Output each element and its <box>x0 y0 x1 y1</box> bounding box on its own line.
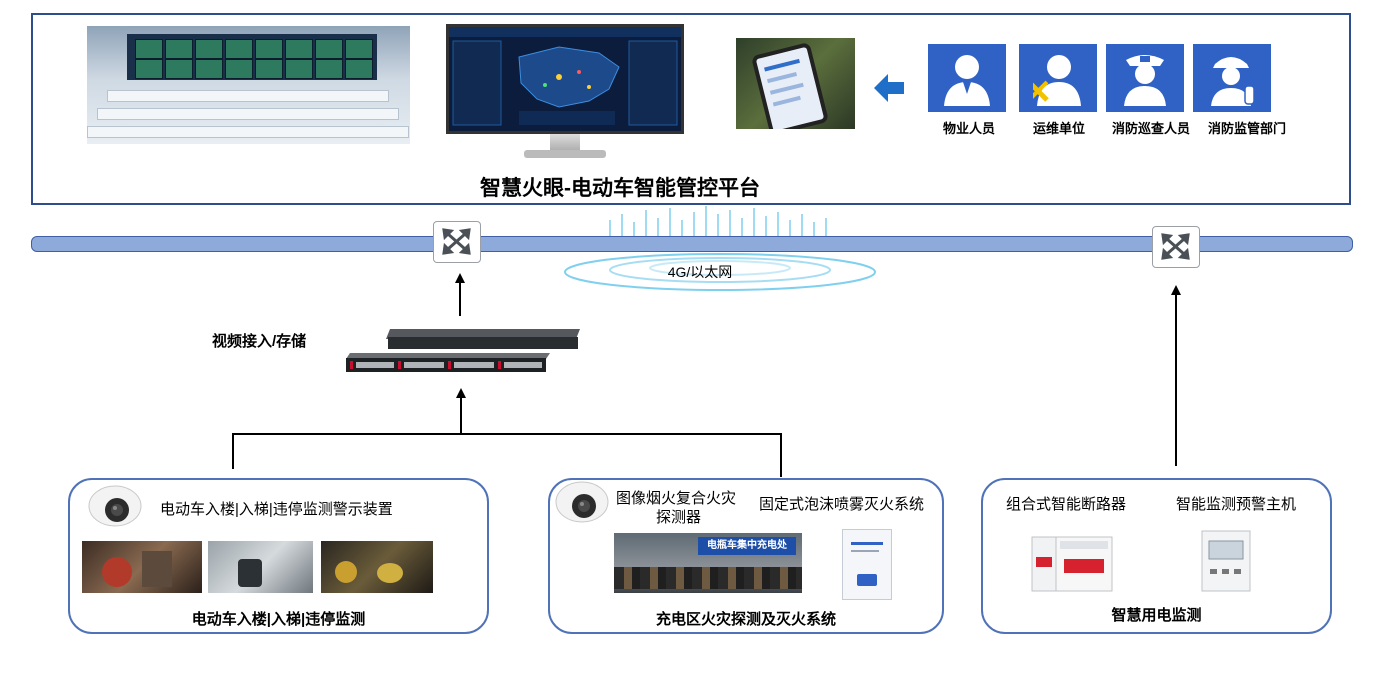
firefighter-icon <box>1211 57 1255 106</box>
network-switch-left <box>433 221 481 263</box>
role-tile-maintenance <box>1019 44 1097 112</box>
left-arrow-icon <box>874 74 904 102</box>
ev-device-label: 电动车入楼|入梯|违停监测警示装置 <box>160 501 393 518</box>
switch-icon <box>442 228 471 255</box>
dome-camera-icon <box>88 485 142 527</box>
detector-label-line2: 探测器 <box>656 509 702 526</box>
video-wall <box>127 34 377 80</box>
extinguisher-panel <box>842 529 892 600</box>
monitor-screen <box>446 24 684 134</box>
breaker-label: 组合式智能断路器 <box>1006 496 1127 513</box>
network-bus <box>31 236 1353 252</box>
arrow-up-to-storage <box>456 388 466 398</box>
arrow-up-to-switch-right <box>1171 285 1181 295</box>
monitoring-host-image <box>1201 530 1251 592</box>
platform-title: 智慧火眼-电动车智能管控平台 <box>480 177 760 200</box>
power-monitoring-title: 智慧用电监测 <box>1111 607 1202 624</box>
platform-monitor <box>446 24 684 162</box>
network-label: 4G/以太网 <box>667 264 733 280</box>
ev-monitoring-title: 电动车入楼|入梯|违停监测 <box>191 611 366 628</box>
charging-area-title: 充电区火灾探测及灭火系统 <box>655 611 836 628</box>
ev-entry-photo-3 <box>321 541 433 593</box>
role-tile-inspector <box>1106 44 1184 112</box>
role-label-fire-dept: 消防监管部门 <box>1207 121 1286 136</box>
phone-device <box>750 41 830 129</box>
control-room-image <box>87 26 410 144</box>
role-tile-fire-dept <box>1193 44 1271 112</box>
charging-area-photo: 电瓶车集中充电处 <box>614 533 802 593</box>
nvr-storage-device <box>346 329 580 372</box>
charging-sign: 电瓶车集中充电处 <box>698 537 796 555</box>
police-officer-icon <box>1124 55 1166 106</box>
role-label-inspector: 消防巡查人员 <box>1111 121 1190 136</box>
ev-entry-photo-2 <box>208 541 313 593</box>
person-icon <box>944 55 990 106</box>
maintenance-worker-icon <box>1033 55 1081 106</box>
role-label-property: 物业人员 <box>942 121 995 136</box>
arrow-up-to-switch-left <box>455 273 465 283</box>
circuit-breaker-image <box>1031 536 1113 592</box>
switch-icon <box>1161 233 1190 260</box>
mobile-phone-image <box>736 38 855 129</box>
network-switch-right <box>1152 226 1200 268</box>
connector-line <box>232 433 781 435</box>
extinguish-system-label: 固定式泡沫喷雾灭火系统 <box>759 496 925 513</box>
role-label-maintenance: 运维单位 <box>1032 121 1085 136</box>
role-tile-property <box>928 44 1006 112</box>
storage-label: 视频接入/存储 <box>212 333 307 350</box>
host-label: 智能监测预警主机 <box>1176 496 1297 513</box>
ev-entry-photo-1 <box>82 541 202 593</box>
detector-label-line1: 图像烟火复合火灾 <box>616 490 737 507</box>
dome-camera-icon <box>555 481 609 523</box>
